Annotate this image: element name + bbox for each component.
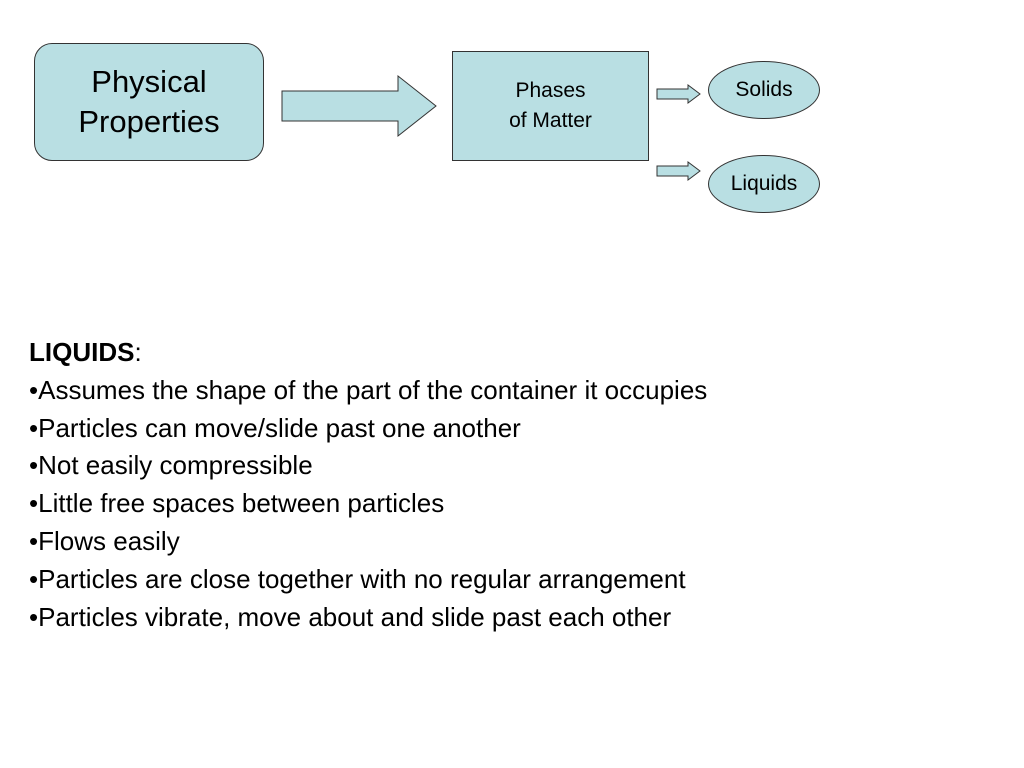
bullet-glyph: • [29, 601, 39, 632]
big-arrow [281, 74, 437, 138]
diagram-arrows [281, 74, 701, 181]
notes-heading: LIQUIDS [29, 337, 135, 367]
bullet-text: Particles can move/slide past one anothe… [38, 412, 521, 443]
physical-properties-box: Physical Properties [34, 43, 264, 161]
bullet-glyph: • [29, 563, 39, 594]
concept-diagram: Physical Properties Phases of Matter Sol… [0, 0, 1024, 230]
liquids-arrow [656, 161, 701, 181]
bullet-item: •Little free spaces between particles [29, 485, 1009, 523]
notes-heading-line: LIQUIDS: [29, 334, 1009, 372]
bullet-glyph: • [29, 450, 39, 481]
solids-label: Solids [735, 78, 793, 101]
solids-oval: Solids [708, 61, 820, 119]
bullet-text: Assumes the shape of the part of the con… [38, 374, 708, 405]
bullet-text: Flows easily [38, 525, 180, 556]
bullet-glyph: • [29, 412, 39, 443]
notes-heading-colon: : [134, 337, 142, 367]
phases-of-matter-box: Phases of Matter [452, 51, 649, 161]
bullet-glyph: • [29, 525, 39, 556]
bullet-item: •Particles can move/slide past one anoth… [29, 410, 1009, 448]
bullet-text: Not easily compressible [38, 450, 313, 481]
bullet-item: •Assumes the shape of the part of the co… [29, 372, 1009, 410]
bullet-text: Particles are close together with no reg… [38, 563, 686, 594]
bullet-item: •Particles are close together with no re… [29, 561, 1009, 599]
liquids-oval: Liquids [708, 155, 820, 213]
bullet-text: Little free spaces between particles [38, 488, 445, 519]
phases-of-matter-label: Phases of Matter [509, 78, 592, 132]
bullet-item: •Not easily compressible [29, 447, 1009, 485]
bullet-item: •Flows easily [29, 523, 1009, 561]
bullet-glyph: • [29, 488, 39, 519]
bullet-text: Particles vibrate, move about and slide … [38, 601, 672, 632]
solids-arrow [656, 84, 701, 104]
liquids-notes: LIQUIDS: •Assumes the shape of the part … [29, 334, 1009, 636]
bullet-item: •Particles vibrate, move about and slide… [29, 599, 1009, 637]
bullet-glyph: • [29, 374, 39, 405]
liquids-label: Liquids [730, 172, 798, 195]
physical-properties-label: Physical Properties [78, 63, 220, 139]
